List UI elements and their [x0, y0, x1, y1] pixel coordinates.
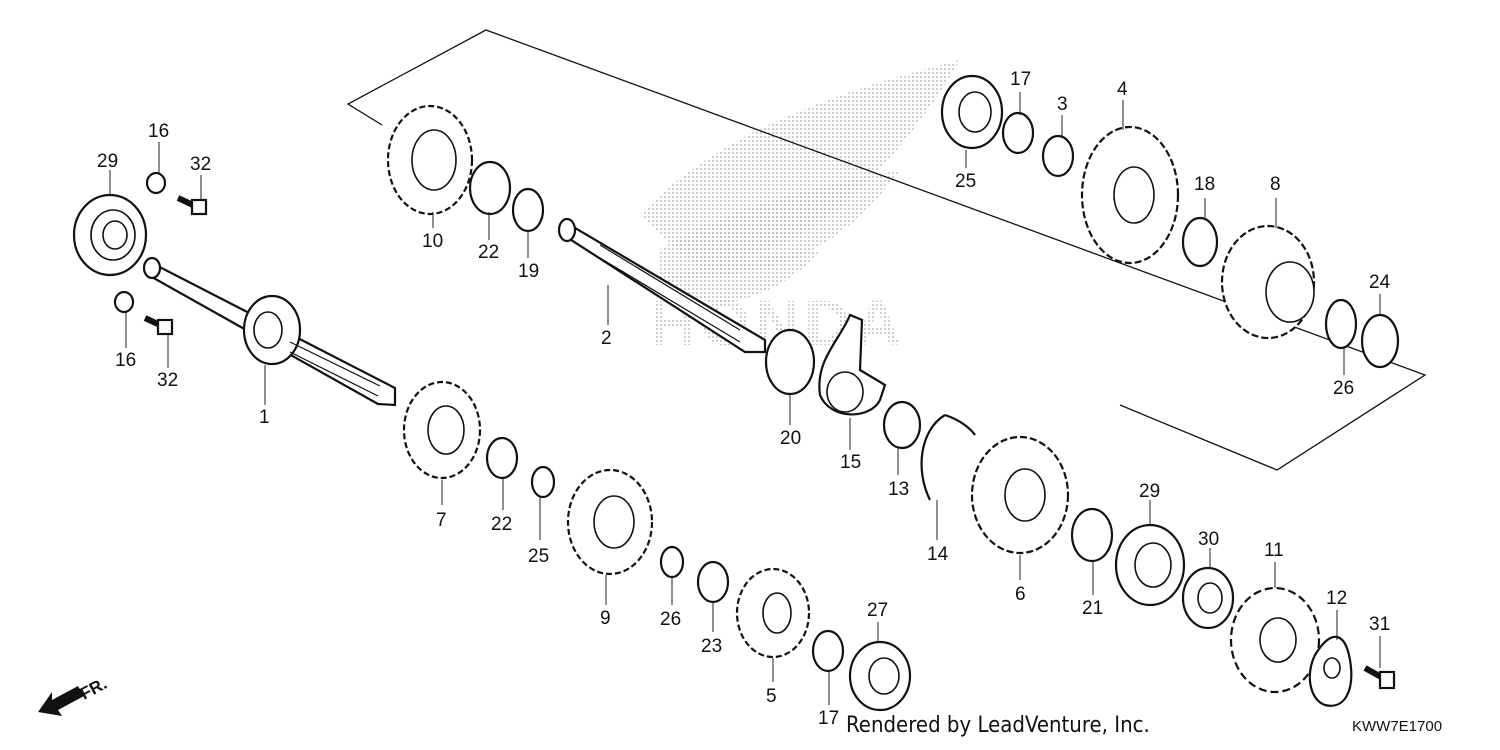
bolt-31: [1363, 665, 1396, 690]
label-part-8: 8: [1270, 174, 1281, 195]
label-part-4: 4: [1117, 79, 1128, 100]
label-part-16-bottom: 16: [115, 350, 136, 371]
label-part-18: 18: [1194, 174, 1215, 195]
washer-22-right: [696, 560, 730, 604]
circlip-25-right: [659, 545, 685, 579]
label-part-22-right: 23: [701, 636, 722, 657]
label-part-7: 7: [436, 510, 447, 531]
label-part-29-left: 29: [97, 151, 118, 172]
label-part-19: 21: [1082, 598, 1103, 619]
label-part-17-top: 17: [1010, 69, 1031, 90]
bearing-29-right: [1114, 523, 1186, 607]
gear-4: [1080, 125, 1180, 265]
gear-5: [735, 567, 811, 659]
label-part-16-top: 16: [148, 121, 169, 142]
circlip-21: [511, 187, 545, 233]
circlip-25-left: [530, 465, 556, 499]
leader-lines: [109, 92, 1381, 705]
part-number-labels: 29 16 32 16 32 1 10 22 19 2 25 17 3 4 18…: [97, 69, 1391, 729]
washer-17-top: [1001, 111, 1035, 155]
oil-seal-30: [1181, 566, 1235, 630]
label-part-27: 27: [867, 600, 888, 621]
label-part-13: 13: [888, 479, 909, 500]
label-part-25-left: 25: [528, 546, 549, 567]
front-direction-arrow: FR.: [38, 674, 110, 716]
washer-17-bottom: [811, 629, 845, 673]
diagram-code: KWW7E1700: [1352, 718, 1442, 735]
bolt-32-top: [176, 195, 208, 216]
label-part-5: 5: [766, 686, 777, 707]
countershaft-group-frame: [346, 29, 1427, 471]
gear-10: [386, 104, 474, 216]
label-part-17-bottom: 17: [818, 708, 839, 729]
gear-7: [402, 380, 482, 480]
label-part-23: 24: [1369, 272, 1391, 293]
gear-6: [970, 435, 1070, 555]
front-label: FR.: [77, 674, 110, 704]
washer-19: [1070, 507, 1114, 563]
label-part-2: 2: [601, 328, 612, 349]
label-part-12: 12: [1326, 588, 1347, 609]
credit-text: Rendered by LeadVenture, Inc.: [846, 713, 1150, 738]
label-part-26: 26: [1333, 378, 1354, 399]
drive-sprocket-11: [1229, 586, 1321, 694]
label-part-28: 25: [955, 171, 976, 192]
washer-16-bottom: [113, 290, 135, 314]
circlip-26: [1324, 298, 1358, 350]
label-part-31: 31: [1369, 614, 1390, 635]
label-part-20: 20: [780, 428, 801, 449]
gear-9: [566, 468, 654, 576]
label-part-14: 14: [927, 544, 949, 565]
washer-18: [1181, 216, 1219, 268]
label-part-11: 11: [1264, 540, 1284, 561]
washer-24: [468, 160, 512, 216]
label-part-29-right: 29: [1139, 481, 1160, 502]
label-part-32-top: 32: [190, 154, 211, 175]
washer-23: [1360, 313, 1400, 369]
fixing-plate-12: [1308, 635, 1353, 707]
washer-16-top: [145, 171, 167, 195]
mainshaft-1: [142, 256, 397, 407]
label-part-21: 19: [518, 261, 539, 282]
label-part-22-left: 22: [491, 514, 512, 535]
label-part-1: 1: [259, 407, 270, 428]
washer-22-left: [485, 436, 519, 480]
bushing-3: [1041, 134, 1075, 178]
label-part-24: 22: [478, 242, 499, 263]
oil-seal-13: [882, 400, 922, 450]
countershaft-2: [557, 217, 767, 354]
label-part-30: 30: [1198, 529, 1219, 550]
bearing-29-left: [72, 193, 148, 277]
label-part-6: 6: [1015, 584, 1026, 605]
label-part-32-bottom: 32: [157, 370, 178, 391]
gear-8: [1220, 224, 1316, 340]
bearing-28: [940, 74, 1004, 150]
label-part-25-right: 26: [660, 609, 681, 630]
circlip-14: [920, 413, 976, 501]
label-part-15: 15: [840, 452, 861, 473]
label-part-3: 3: [1057, 94, 1068, 115]
bearing-27: [848, 640, 912, 712]
bolt-32-bottom: [143, 315, 174, 336]
seal-20: [764, 328, 816, 396]
label-part-9: 9: [600, 608, 611, 629]
label-part-10: 10: [422, 231, 443, 252]
stopper-plate-15: [818, 313, 887, 416]
